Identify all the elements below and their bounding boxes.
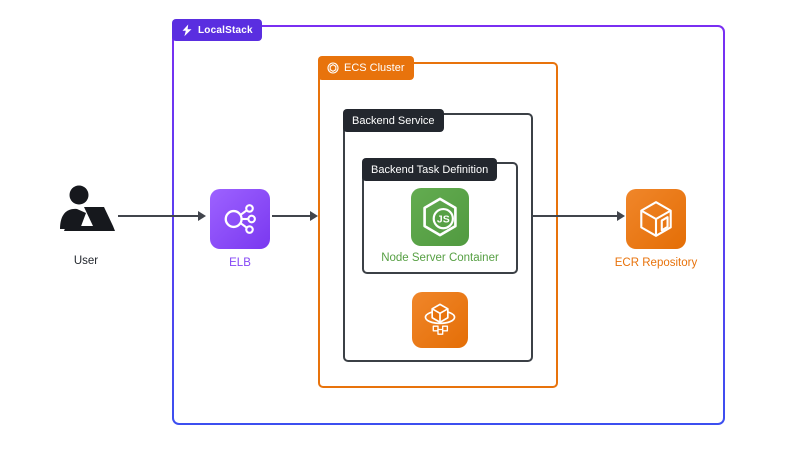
arrow-elb-to-ecs-cluster bbox=[272, 211, 318, 221]
ecs-cluster-label: ECS Cluster bbox=[344, 62, 405, 74]
ecs-cube-orbit-icon bbox=[412, 292, 468, 348]
elb-label: ELB bbox=[229, 257, 251, 269]
localstack-badge-label: LocalStack bbox=[198, 24, 253, 36]
ecs-cluster-badge: ECS Cluster bbox=[318, 56, 414, 80]
ecr-repository-label: ECR Repository bbox=[614, 257, 698, 269]
user-label: User bbox=[73, 255, 99, 267]
backend-task-definition-badge: Backend Task Definition bbox=[362, 158, 498, 181]
backend-service-badge: Backend Service bbox=[343, 109, 444, 132]
nodejs-js-text: JS bbox=[437, 215, 450, 226]
load-balancer-icon bbox=[210, 189, 270, 249]
backend-service-label: Backend Service bbox=[352, 114, 435, 127]
backend-task-definition-label: Backend Task Definition bbox=[371, 163, 489, 176]
localstack-logo-icon bbox=[181, 24, 193, 37]
localstack-badge: LocalStack bbox=[172, 19, 262, 41]
ecr-registry-cube-icon bbox=[626, 189, 686, 249]
arrow-user-to-elb bbox=[118, 211, 206, 221]
nodejs-hexagon-icon: JS bbox=[411, 188, 469, 246]
person-at-laptop-icon bbox=[56, 184, 116, 246]
arrow-backend-service-to-ecr bbox=[533, 211, 625, 221]
node-server-container-label: Node Server Container bbox=[381, 252, 499, 264]
ecs-cluster-icon bbox=[327, 62, 339, 74]
